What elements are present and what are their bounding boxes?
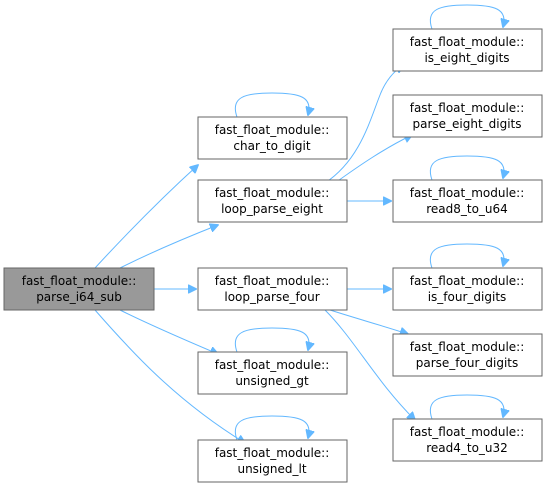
node-parse-four-digits[interactable]: fast_float_module:: parse_four_digits [392,333,543,377]
edges [94,4,504,443]
edge-root-to-char-to-digit [94,165,198,269]
node-loop-parse-eight-name: loop_parse_eight [221,202,323,216]
node-parse-four-digits-namespace: fast_float_module:: [410,340,525,354]
node-is-four-digits-namespace: fast_float_module:: [410,274,525,288]
node-unsigned-gt-namespace: fast_float_module:: [215,358,330,372]
self-loop-read8-to-u64 [429,155,504,181]
node-parse-eight-digits[interactable]: fast_float_module:: parse_eight_digits [392,94,543,138]
node-read4-to-u32-namespace: fast_float_module:: [410,425,525,439]
node-is-eight-digits-name: is_eight_digits [424,51,509,65]
edge-root-to-loop-parse-eight [119,225,218,269]
node-is-eight-digits-namespace: fast_float_module:: [410,35,525,49]
node-loop-parse-four[interactable]: fast_float_module:: loop_parse_four [197,267,348,311]
node-is-four-digits[interactable]: fast_float_module:: is_four_digits [392,267,543,311]
edge-loop-parse-four-to-parse-four-digits [329,309,408,334]
node-parse-four-digits-name: parse_four_digits [416,356,519,370]
self-loop-unsigned-lt [234,415,309,441]
self-loop-unsigned-gt [234,327,309,353]
node-parse-i64-sub[interactable]: fast_float_module:: parse_i64_sub [3,267,155,311]
edge-loop-parse-four-to-read4-to-u32 [324,309,415,420]
node-unsigned-lt-namespace: fast_float_module:: [215,446,330,460]
self-loop-is-eight-digits [429,4,504,30]
node-unsigned-lt-name: unsigned_lt [237,462,306,476]
node-char-to-digit[interactable]: fast_float_module:: char_to_digit [197,116,348,160]
node-read8-to-u64[interactable]: fast_float_module:: read8_to_u64 [392,179,543,223]
node-unsigned-lt[interactable]: fast_float_module:: unsigned_lt [197,439,348,483]
edge-loop-parse-eight-to-is-eight-digits [324,65,403,184]
edge-loop-parse-eight-to-parse-eight-digits [334,135,412,184]
node-char-to-digit-namespace: fast_float_module:: [215,123,330,137]
node-read4-to-u32-name: read4_to_u32 [426,441,508,455]
node-read8-to-u64-namespace: fast_float_module:: [410,186,525,200]
self-loop-read4-to-u32 [429,394,504,420]
node-unsigned-gt[interactable]: fast_float_module:: unsigned_gt [197,351,348,395]
self-loop-is-four-digits [429,243,504,269]
edge-root-to-unsigned-gt [119,309,218,354]
node-unsigned-gt-name: unsigned_gt [235,374,309,388]
node-is-four-digits-name: is_four_digits [428,290,507,304]
node-parse-eight-digits-name: parse_eight_digits [412,117,521,131]
self-loop-char-to-digit [234,92,309,118]
node-loop-parse-four-name: loop_parse_four [224,290,319,304]
node-parse-i64-sub-name: parse_i64_sub [36,290,122,304]
node-loop-parse-eight-namespace: fast_float_module:: [215,186,330,200]
node-char-to-digit-name: char_to_digit [233,139,310,153]
node-is-eight-digits[interactable]: fast_float_module:: is_eight_digits [392,28,543,72]
node-read8-to-u64-name: read8_to_u64 [426,202,508,216]
node-parse-i64-sub-namespace: fast_float_module:: [22,274,137,288]
node-loop-parse-eight[interactable]: fast_float_module:: loop_parse_eight [197,179,348,223]
node-parse-eight-digits-namespace: fast_float_module:: [410,101,525,115]
edge-root-to-unsigned-lt [94,309,245,443]
node-read4-to-u32[interactable]: fast_float_module:: read4_to_u32 [392,418,543,462]
node-loop-parse-four-namespace: fast_float_module:: [215,274,330,288]
